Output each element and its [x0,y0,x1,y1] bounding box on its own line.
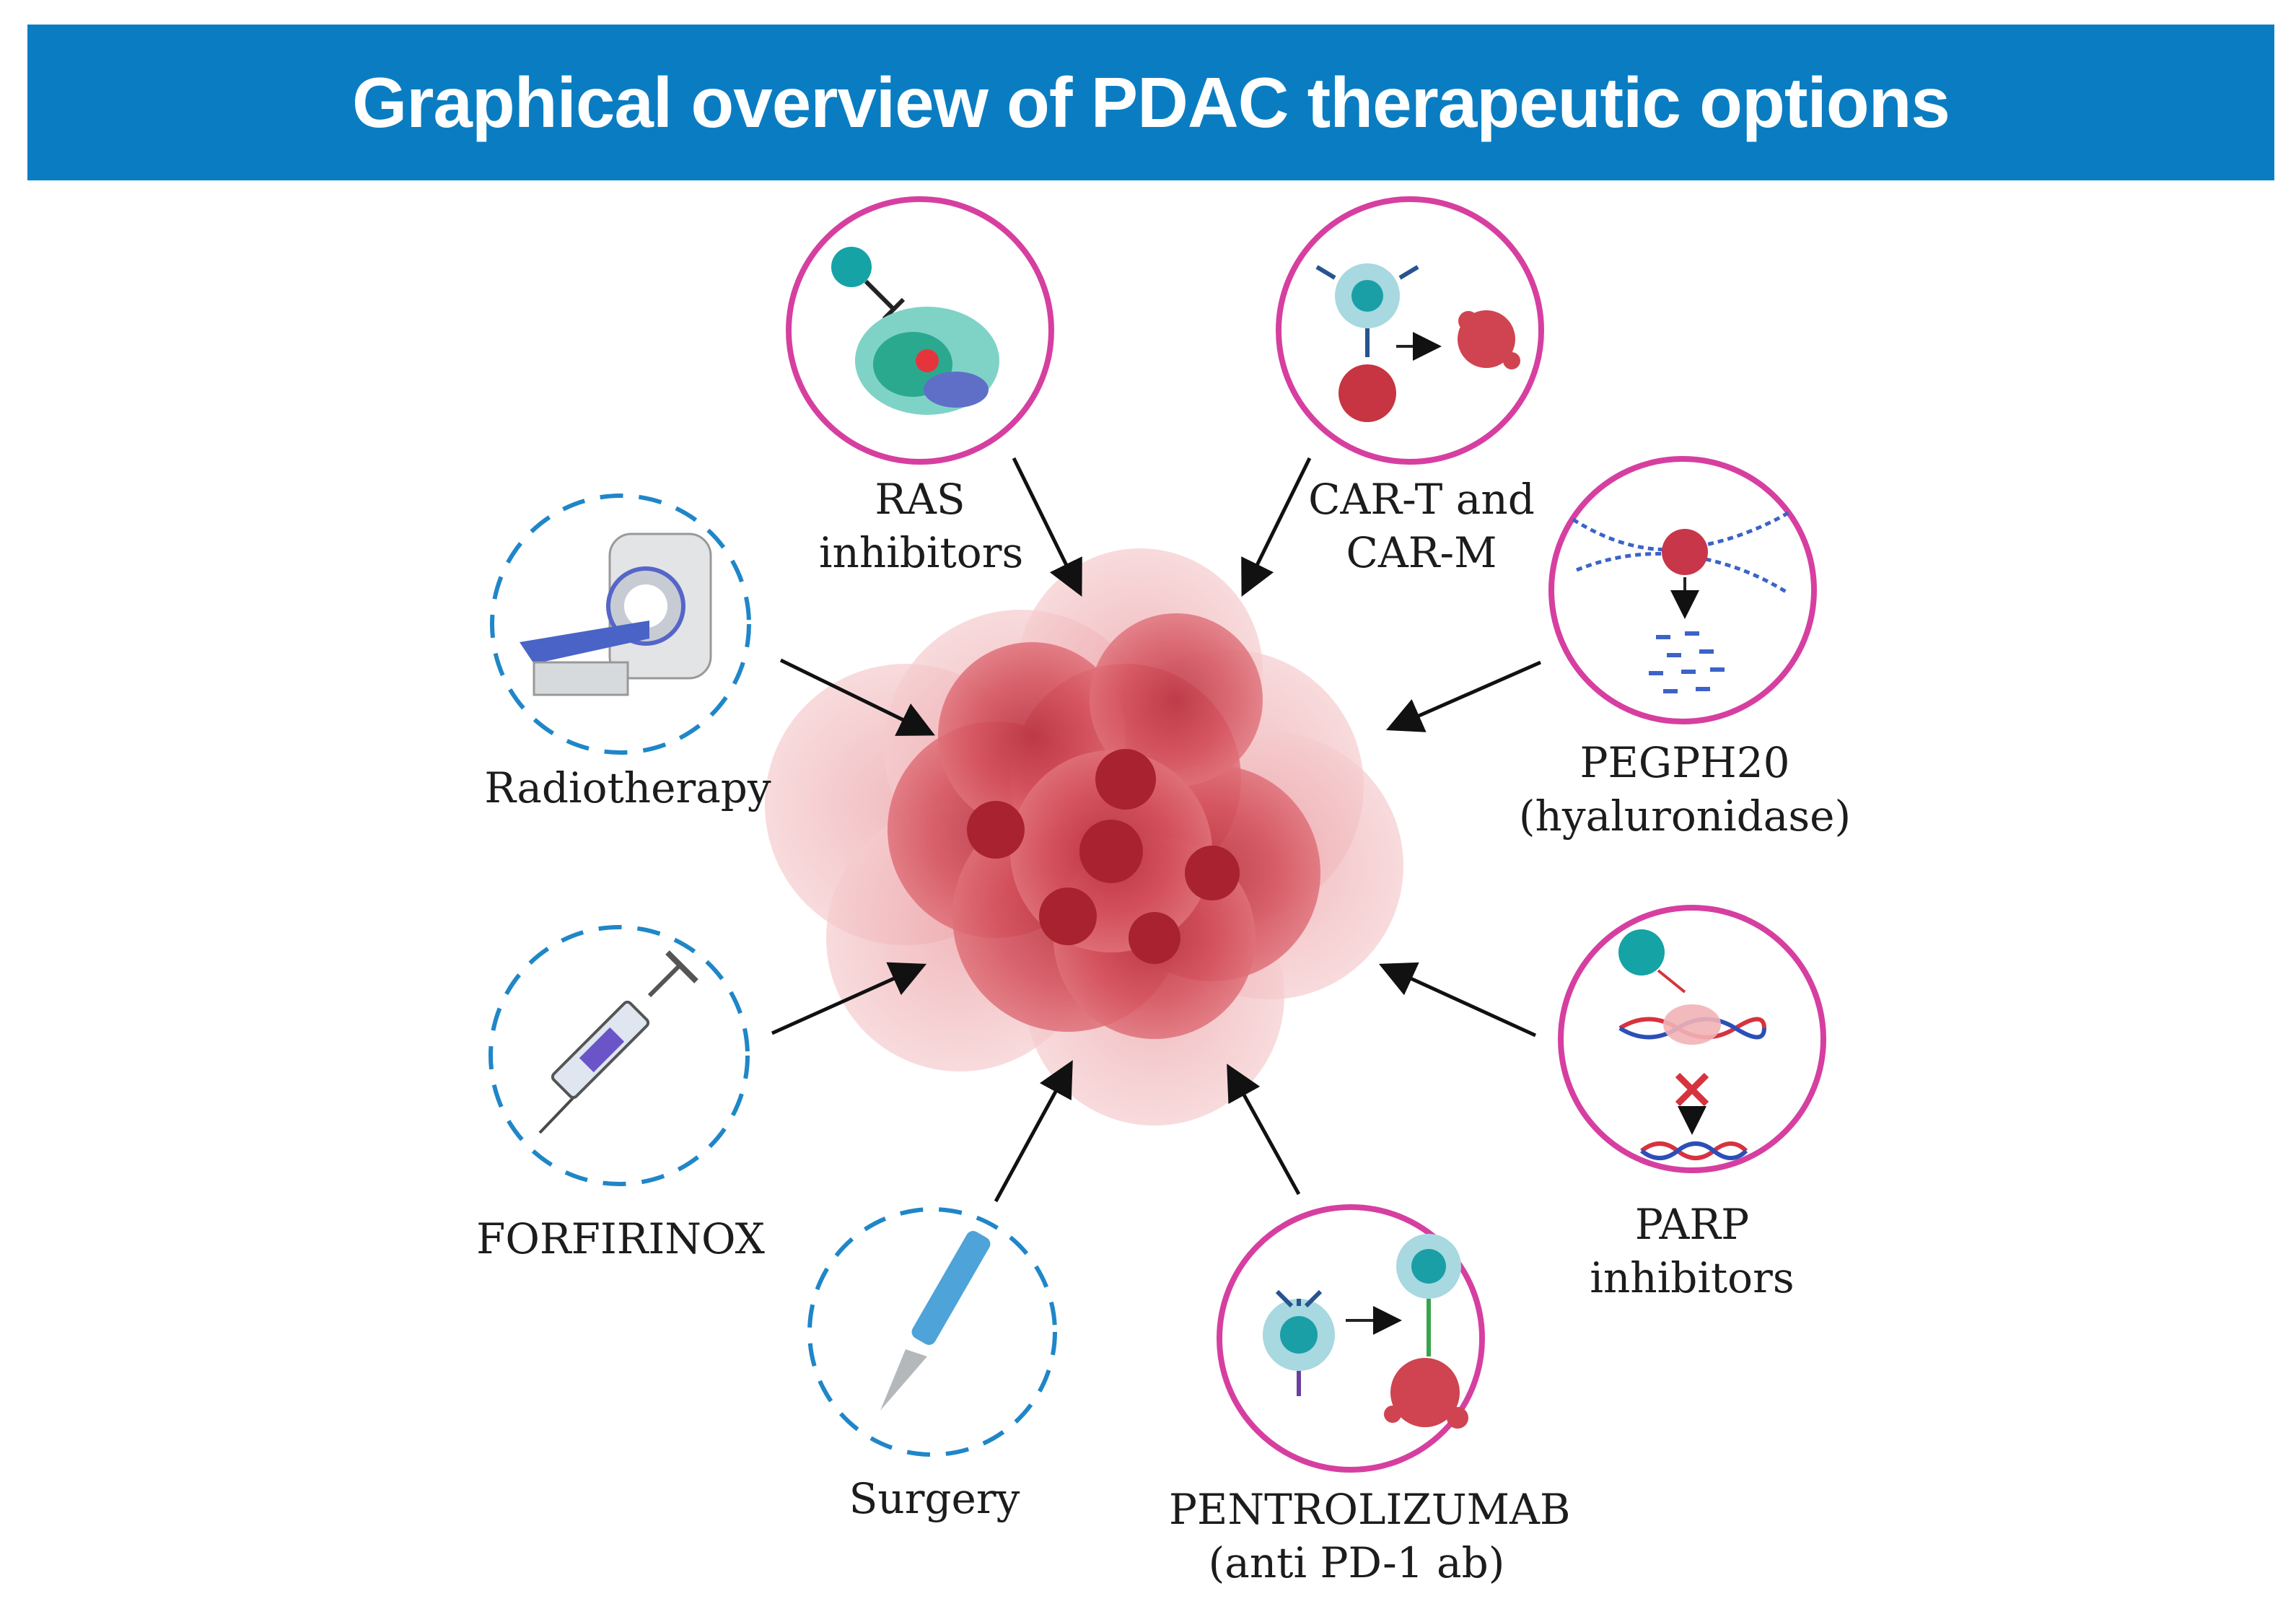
arrow-surgery [994,1060,1073,1203]
arrow-chemo [771,962,927,1035]
arrows [771,457,1542,1203]
pdac-tumor-icon [765,548,1403,1126]
pegph20-label: PEGPH20 (hyaluronidase) [1518,738,1852,841]
parp-node [1558,905,1826,1173]
arrow-cart [1241,457,1312,597]
radiotherapy-label: Radiotherapy [484,763,771,812]
chemo-label: FORFIRINOX [476,1214,765,1263]
hyaluronidase-icon [1572,510,1791,693]
radiotherapy-node [490,494,751,755]
pegph20-node [1548,456,1817,724]
pd1-label: PENTROLIZUMAB (anti PD-1 ab) [1169,1485,1571,1587]
arrow-pegph20 [1385,660,1542,732]
car-t-label: CAR-T and CAR-M [1308,475,1535,577]
ras-inhibitor-node [786,196,1054,465]
syringe-icon [538,950,698,1134]
pd1-node [1217,1204,1485,1473]
arrow-parp [1378,962,1537,1038]
arrow-ras [1012,457,1082,597]
surgery-label: Surgery [849,1474,1020,1523]
scalpel-icon [880,1231,991,1411]
ct-scanner-icon [520,532,712,696]
pd1-antibody-icon [1263,1234,1468,1429]
chemo-node [488,925,750,1186]
arrow-radio [779,658,935,736]
page-title: Graphical overview of PDAC therapeutic o… [352,63,1950,142]
car-t-node [1276,196,1544,465]
title-banner: Graphical overview of PDAC therapeutic o… [27,25,2274,180]
car-t-cell-icon [1315,263,1520,422]
ras-protein-icon [831,247,999,415]
surgery-node [807,1207,1057,1457]
parp-label: PARP inhibitors [1590,1200,1795,1302]
ras-label: RAS inhibitors [819,475,1024,577]
arrow-pd1 [1227,1064,1301,1196]
dna-repair-icon [1618,929,1766,1160]
